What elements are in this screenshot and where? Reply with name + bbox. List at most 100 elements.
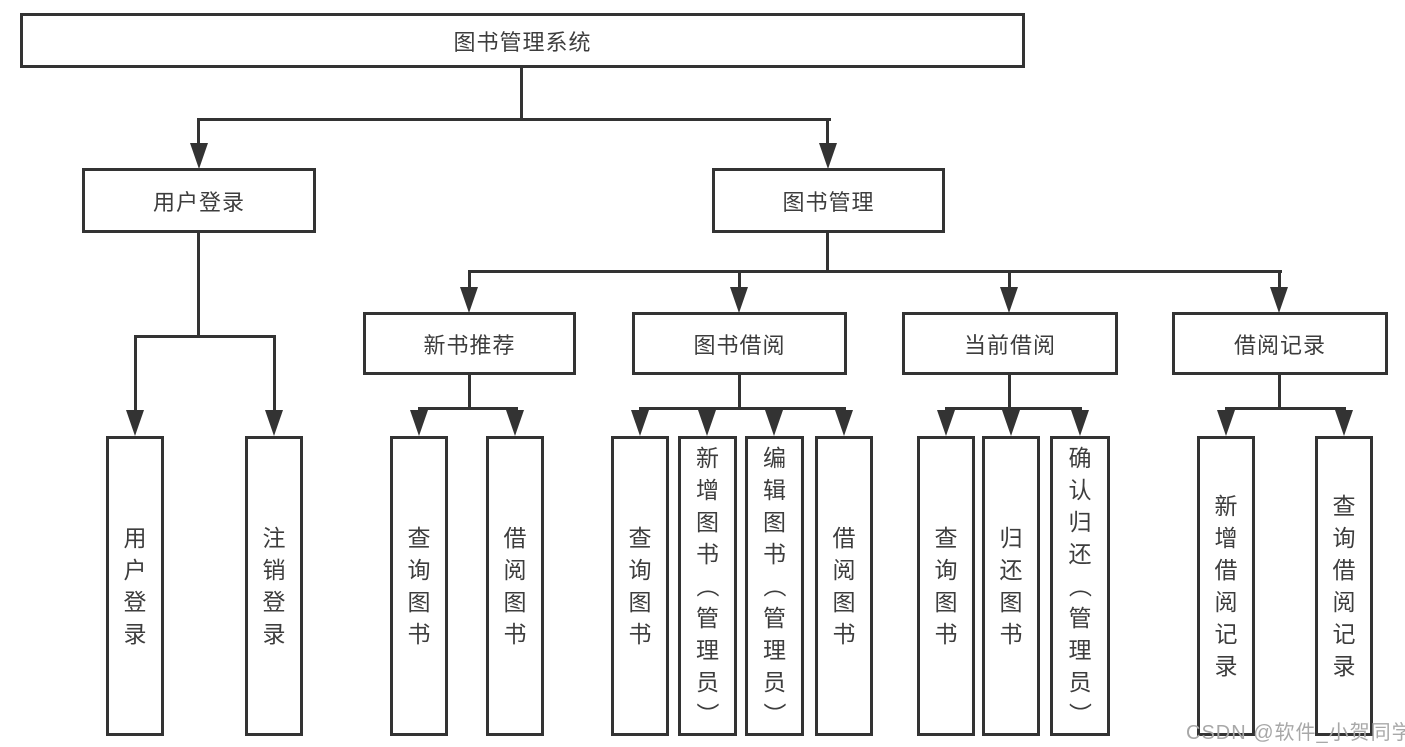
leaf-logout: 注销登录 [245,436,303,736]
arrowhead-icon [265,410,283,436]
vertical-char: 员 [696,669,719,695]
arrowhead-icon [126,410,144,436]
arrowhead-icon [410,410,428,436]
vertical-char: ） [761,702,788,726]
node-book-management-label: 图书管理 [782,189,875,215]
vertical-char: 归 [999,525,1023,551]
vertical-char: ） [694,702,721,726]
arrowhead-icon [698,410,716,436]
vertical-char: 书 [503,621,527,647]
vertical-char: 查 [934,525,958,551]
vertical-char: 录 [262,621,286,647]
vertical-char: 用 [123,525,147,551]
leaf-records-query-record: 查询借阅记录 [1315,436,1373,736]
leaf-borrowing-query-books: 查询图书 [611,436,669,736]
connector-line [134,338,137,410]
vertical-char: 新 [1214,493,1238,519]
vertical-char: 书 [628,621,652,647]
arrowhead-icon [631,410,649,436]
connector-line [1225,407,1346,410]
arrowhead-icon [1071,410,1089,436]
vertical-char: 借 [1214,557,1238,583]
connector-line [197,121,200,143]
vertical-char: 编 [763,445,786,471]
vertical-char: 查 [1332,493,1356,519]
vertical-char: 询 [1332,525,1356,551]
arrowhead-icon [190,143,208,169]
vertical-char: 图 [934,589,958,615]
connector-line [738,273,741,287]
arrowhead-icon [937,410,955,436]
node-book-management: 图书管理 [712,168,945,233]
watermark: CSDN @软件_小贺同学 [1186,722,1405,744]
vertical-char: 管 [696,605,719,631]
vertical-char: 注 [262,525,286,551]
connector-line [197,233,200,337]
vertical-char: 阅 [503,557,527,583]
vertical-char: 询 [934,557,958,583]
vertical-char: 新 [696,445,719,471]
vertical-char: 询 [407,557,431,583]
connector-line [826,233,829,272]
vertical-char: 书 [832,621,856,647]
vertical-char: 书 [999,621,1023,647]
connector-line [1008,375,1011,410]
node-borrowing-records-label: 借阅记录 [1233,332,1326,358]
connector-line [1008,273,1011,287]
vertical-char: 书 [763,541,786,567]
vertical-char: 销 [262,557,286,583]
vertical-char: 借 [503,525,527,551]
vertical-char: 登 [123,589,147,615]
vertical-char: 图 [503,589,527,615]
vertical-char: 书 [407,621,431,647]
vertical-char: 管 [1068,605,1092,631]
arrowhead-icon [1270,287,1288,313]
vertical-char: 阅 [1214,589,1238,615]
arrowhead-icon [1000,287,1018,313]
vertical-char: 图 [407,589,431,615]
vertical-char: 管 [763,605,786,631]
node-user-login: 用户登录 [82,168,316,233]
vertical-char: 图 [696,509,719,535]
connector-line [468,270,1282,273]
vertical-char: 图 [832,589,856,615]
node-new-book-recommend-label: 新书推荐 [423,332,516,358]
vertical-char: 录 [1332,653,1356,679]
leaf-borrowing-add-books: 新增图书（管理员） [678,436,737,736]
vertical-char: （ [694,574,721,598]
vertical-char: 录 [123,621,147,647]
arrowhead-icon [1217,410,1235,436]
leaf-recommend-borrow-books: 借阅图书 [486,436,544,736]
node-current-borrowing-label: 当前借阅 [963,332,1056,358]
connector-line [1278,375,1281,410]
node-root-label: 图书管理系统 [453,29,592,55]
vertical-char: 户 [123,557,147,583]
arrowhead-icon [460,287,478,313]
leaf-borrowing-edit-books: 编辑图书（管理员） [745,436,804,736]
leaf-borrowing-borrow-books: 借阅图书 [815,436,873,736]
leaf-current-return-books: 归还图书 [982,436,1040,736]
node-root: 图书管理系统 [20,13,1025,68]
vertical-char: 增 [696,477,719,503]
node-user-login-label: 用户登录 [152,189,245,215]
leaf-current-query-books: 查询图书 [917,436,975,736]
node-borrowing-records: 借阅记录 [1172,312,1388,375]
leaf-records-add-record: 新增借阅记录 [1197,436,1255,736]
arrowhead-icon [819,143,837,169]
vertical-char: 借 [1332,557,1356,583]
connector-line [639,407,846,410]
connector-line [945,407,1082,410]
vertical-char: 阅 [1332,589,1356,615]
vertical-char: 记 [1332,621,1356,647]
vertical-char: 询 [628,557,652,583]
leaf-user-login: 用户登录 [106,436,164,736]
vertical-char: 登 [262,589,286,615]
vertical-char: （ [761,574,788,598]
leaf-current-confirm-return: 确认归还（管理员） [1050,436,1110,736]
vertical-char: 查 [628,525,652,551]
vertical-char: 认 [1068,477,1092,503]
vertical-char: 理 [696,637,719,663]
connector-line [418,407,518,410]
node-current-borrowing: 当前借阅 [902,312,1118,375]
